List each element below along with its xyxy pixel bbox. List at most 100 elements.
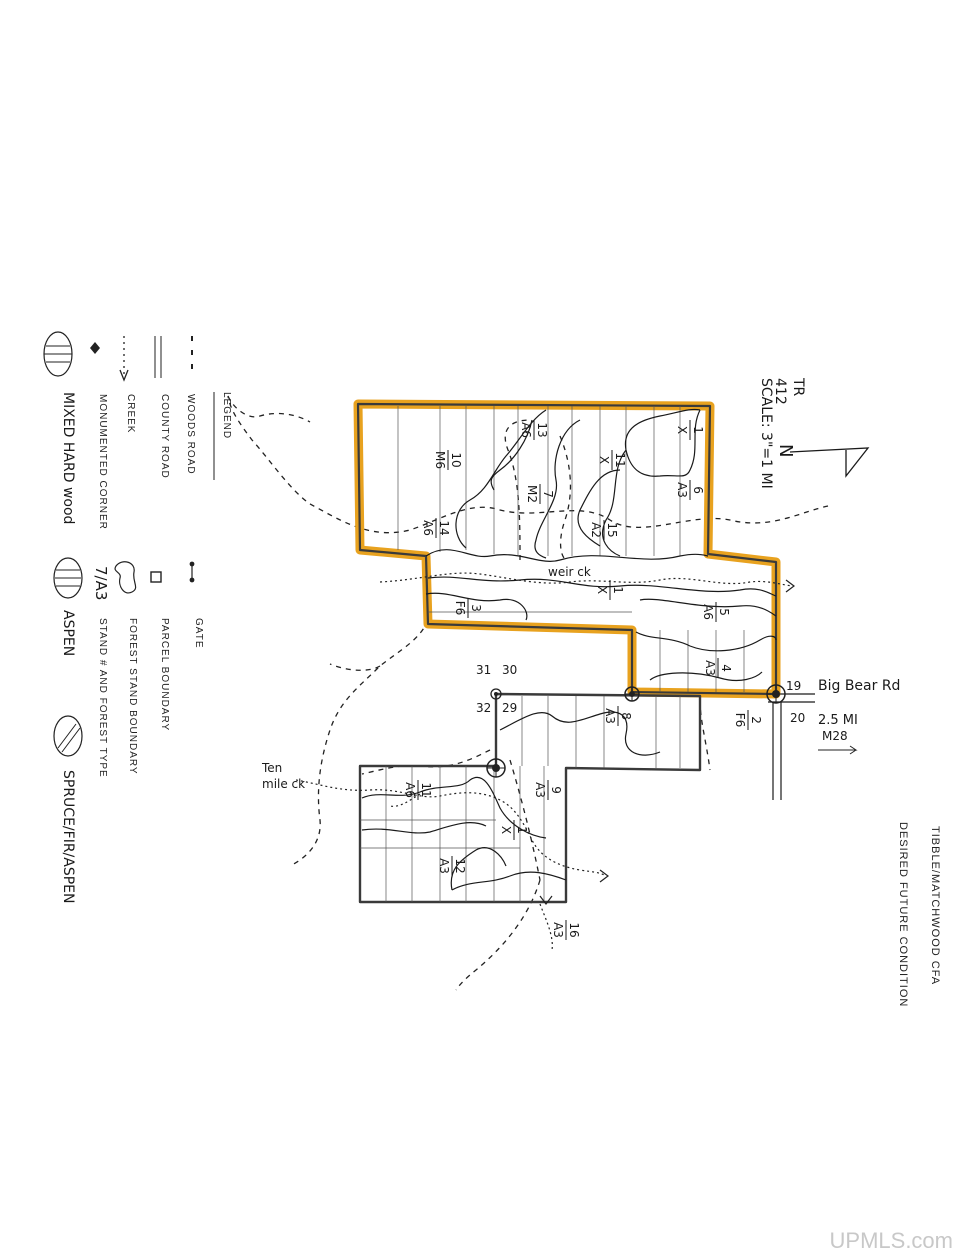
legend-stand-sample: 7/A3 bbox=[92, 566, 110, 600]
weir-creek-label: weir ck bbox=[548, 565, 591, 579]
map-title-line1: TIBBLE/MATCHWOOD CFA bbox=[929, 826, 941, 985]
stand-labels: 1X6A311X15A213A67M210M614A65A61X3F64A32F… bbox=[403, 420, 763, 940]
stand-number: 4 bbox=[719, 664, 733, 672]
stand-label: 4A3 bbox=[703, 658, 733, 678]
watermark: UPMLS.com bbox=[829, 1228, 953, 1253]
stand-forest-type: A6 bbox=[519, 422, 533, 438]
legend-woods-road: WOODS ROAD bbox=[185, 394, 196, 475]
stand-label: 2F6 bbox=[733, 710, 763, 730]
stand-number: 13 bbox=[535, 422, 549, 437]
stand-label: 1X bbox=[675, 420, 705, 440]
big-bear-road bbox=[768, 693, 815, 800]
section-numbers: 19 20 30 29 31 32 bbox=[476, 663, 805, 725]
stand-forest-type: A3 bbox=[533, 782, 547, 798]
stand-number: 7 bbox=[541, 490, 555, 498]
woods-roads bbox=[227, 395, 829, 991]
legend-creek: CREEK bbox=[125, 394, 136, 433]
stand-forest-type: M2 bbox=[525, 485, 539, 503]
forest-stand-boundaries bbox=[361, 408, 777, 891]
road-distance-label: 2.5 MI bbox=[818, 713, 858, 728]
stand-number: 10 bbox=[449, 452, 463, 467]
stand-forest-type: A2 bbox=[589, 522, 603, 538]
north-arrow-icon bbox=[789, 447, 870, 478]
ten-mile-creek-label-2: mile ck bbox=[262, 777, 305, 791]
stand-number: 15 bbox=[605, 522, 619, 537]
stand-forest-type: X bbox=[595, 586, 609, 594]
forest-stand-boundary-symbol bbox=[114, 561, 137, 594]
stand-number: 6 bbox=[691, 486, 705, 494]
north-label: N bbox=[775, 444, 796, 457]
stand-forest-type: A6 bbox=[403, 782, 417, 798]
legend-gate: GATE bbox=[193, 618, 204, 648]
township-range-number: 412 bbox=[772, 378, 788, 405]
creek-symbol bbox=[119, 336, 129, 382]
section-29: 29 bbox=[502, 701, 517, 715]
stand-number: 1 bbox=[691, 426, 705, 434]
legend-mixed-hardwood: MIXED HARD wood bbox=[60, 392, 76, 524]
legend-stand-number-type: STAND # AND FOREST TYPE bbox=[97, 618, 108, 778]
road-route-label: M28 bbox=[822, 729, 848, 743]
county-road-symbol bbox=[154, 336, 162, 378]
stand-forest-type: A3 bbox=[551, 922, 565, 938]
section-19: 19 bbox=[786, 679, 801, 693]
stand-number: 1 bbox=[515, 826, 529, 834]
weir-creek bbox=[379, 572, 793, 587]
section-grid-lines bbox=[360, 406, 745, 902]
stand-number: 14 bbox=[437, 520, 451, 535]
legend-monumented-corner: MONUMENTED CORNER bbox=[97, 394, 108, 530]
stand-number: 8 bbox=[619, 712, 633, 720]
stand-label: 7M2 bbox=[525, 484, 555, 504]
stand-label: 3F6 bbox=[453, 598, 483, 618]
aspen-icon bbox=[53, 557, 83, 599]
stand-label: 5A6 bbox=[701, 602, 731, 622]
stand-label: 11X bbox=[597, 450, 627, 470]
section-30: 30 bbox=[502, 663, 517, 677]
stand-forest-type: A3 bbox=[703, 660, 717, 676]
mixed-hardwood-icon bbox=[43, 331, 73, 377]
stand-number: 9 bbox=[549, 786, 563, 794]
stand-number: 3 bbox=[469, 604, 483, 612]
parcel-boundary-middle bbox=[358, 692, 702, 904]
stand-label: 6A3 bbox=[675, 480, 705, 500]
ten-mile-creek-label-1: Ten bbox=[261, 761, 282, 775]
gate-icon bbox=[189, 561, 195, 583]
monumented-corner-icon bbox=[90, 342, 100, 354]
legend-county-road: COUNTY ROAD bbox=[159, 394, 170, 479]
legend-forest-stand-boundary: FOREST STAND BOUNDARY bbox=[127, 618, 138, 775]
legend-spruce-fir-aspen: SPRUCE/FIR/ASPEN bbox=[60, 770, 76, 904]
map-title-line2: DESIRED FUTURE CONDITION bbox=[897, 822, 909, 1007]
section-31: 31 bbox=[476, 663, 491, 677]
stand-forest-type: A3 bbox=[437, 858, 451, 874]
stand-number: 2 bbox=[749, 716, 763, 724]
stand-number: 5 bbox=[717, 608, 731, 616]
stand-forest-type: A3 bbox=[603, 708, 617, 724]
creek-arrow-icons bbox=[539, 579, 795, 905]
legend-aspen: ASPEN bbox=[60, 610, 76, 656]
stand-forest-type: A6 bbox=[701, 604, 715, 620]
stand-label: 8A3 bbox=[603, 706, 633, 726]
big-bear-road-label: Big Bear Rd bbox=[818, 678, 900, 694]
stand-number: 16 bbox=[567, 922, 581, 937]
stand-forest-type: X bbox=[499, 826, 513, 834]
ten-mile-creek bbox=[295, 779, 607, 877]
legend-title: LEGEND bbox=[221, 392, 232, 439]
stand-forest-type: X bbox=[597, 456, 611, 464]
stand-label: 1X bbox=[499, 820, 529, 840]
stand-forest-type: M6 bbox=[433, 451, 447, 469]
stand-label: 9A3 bbox=[533, 780, 563, 800]
stand-forest-type: X bbox=[675, 426, 689, 434]
creeks bbox=[295, 572, 793, 951]
section-20: 20 bbox=[790, 711, 805, 725]
legend-parcel-boundary: PARCEL BOUNDARY bbox=[159, 618, 170, 731]
stand-number: 11 bbox=[613, 452, 627, 467]
stand-forest-type: F6 bbox=[453, 601, 467, 616]
parcel-boundary-symbol bbox=[150, 571, 162, 583]
stand-number: 12 bbox=[453, 858, 467, 873]
map-scale: SCALE: 3"=1 MI bbox=[758, 378, 774, 489]
